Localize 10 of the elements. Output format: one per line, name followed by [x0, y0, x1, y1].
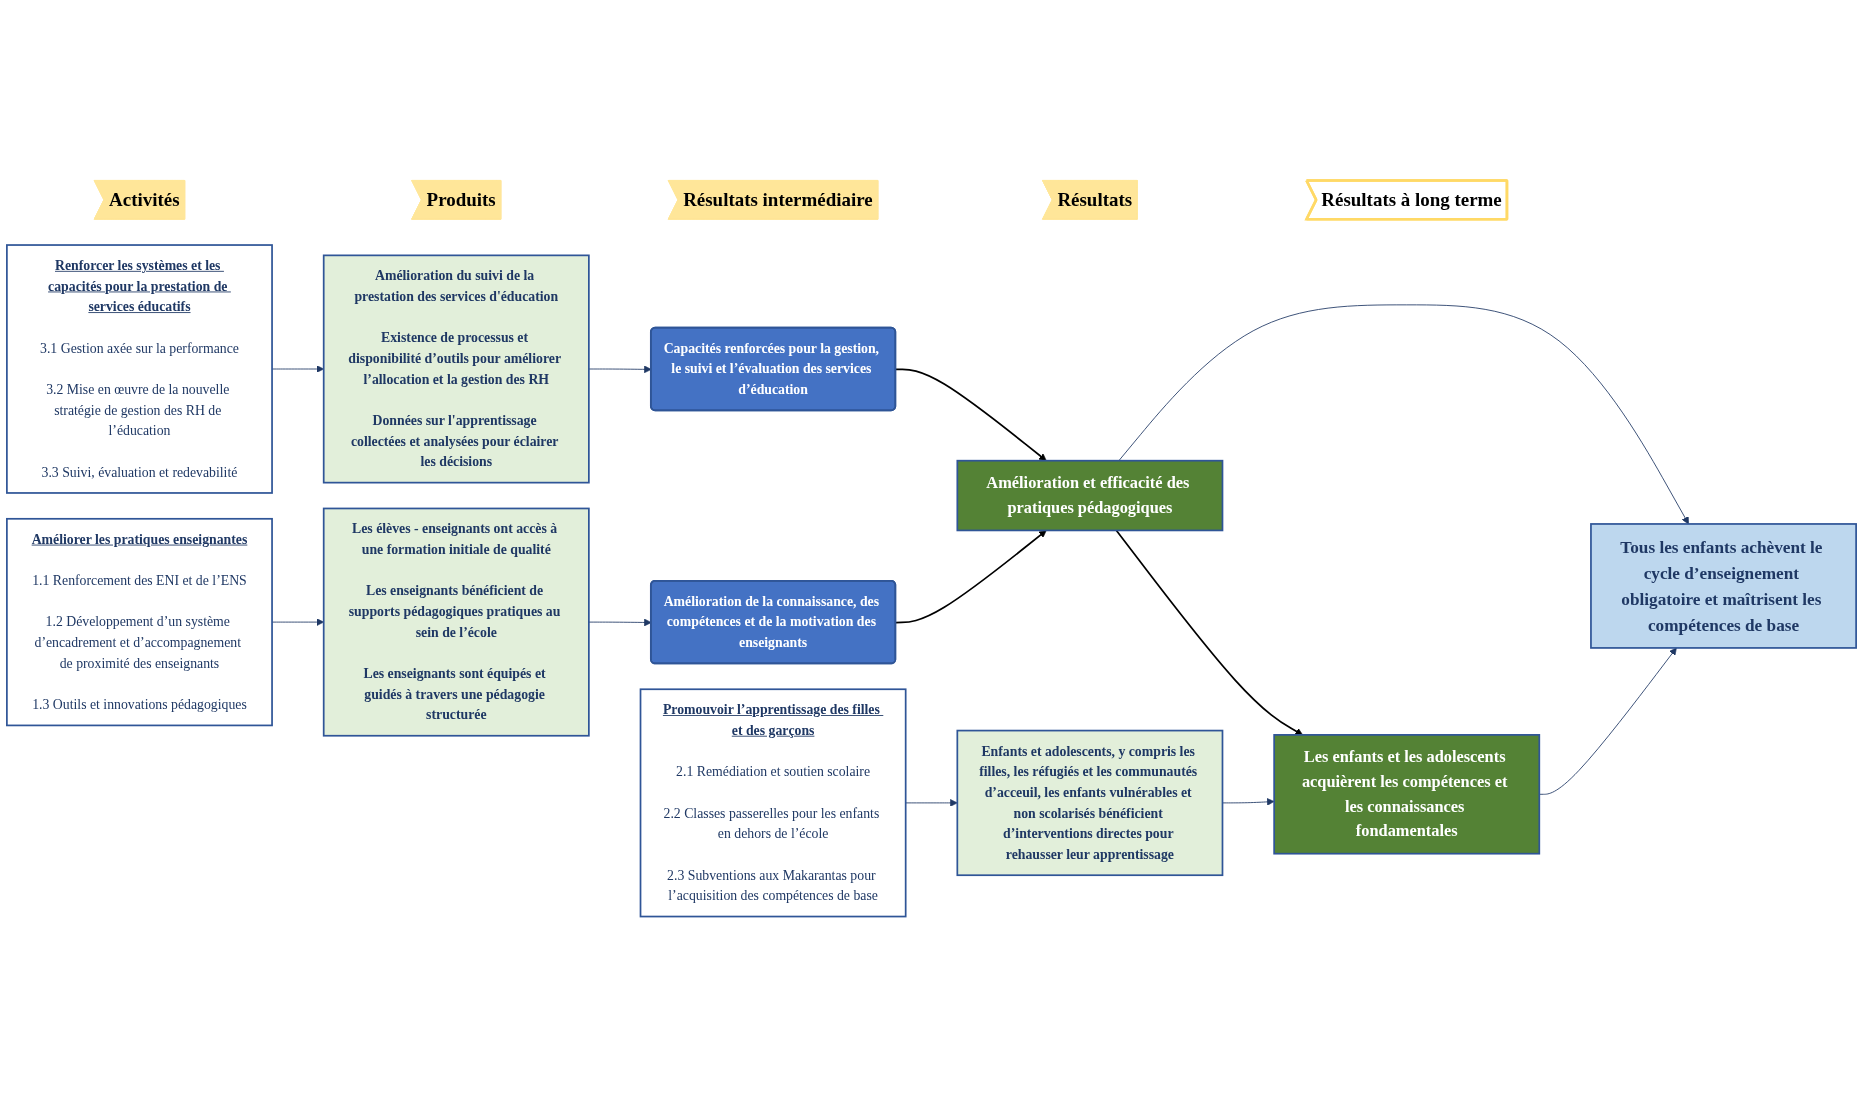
- node-box: Renforcer les systèmes et les capacités pour la prestation de services éducatifs 3.1 Gestion axée sur la performance 3.2 Mise en œuvre de la nouvelle stratégie de gestion des RH de l’éducation 3.3 Suivi, évaluation et redevabilité: [6, 244, 273, 494]
- node-box: Amélioration et efficacité des pratiques pédagogiques: [956, 459, 1224, 532]
- node-box: Tous les enfants achèvent le cycle d’enseignement obligatoire et maîtrisent les compétences de base: [1590, 523, 1857, 649]
- node-box: Amélioration du suivi de la prestation des services d'éducation Existence de processus et disponibilité d’outils pour améliorer l’allocation et la gestion des RH Données sur l'apprentissage collectées et analysées pour éclairer les décisions: [322, 254, 590, 484]
- arrow: [1115, 529, 1303, 736]
- node-box: Améliorer les pratiques enseignantes 1.1 Renforcement des ENI et de l’ENS 1.2 Développement d’un système d’encadrement et d’accompagnement de proximité des enseignants 1.3 Outils et innovations pédagogiques: [6, 517, 273, 727]
- node-box: Les enfants et les adolescents acquièrent les compétences et les connaissances fondamentales: [1273, 734, 1541, 855]
- node-box: Promouvoir l’apprentissage des filles et des garçons 2.1 Remédiation et soutien scolaire 2.2 Classes passerelles pour les enfants en dehors de l’école 2.3 Subventions aux Makarantas pour l’acquisition des compétences de base: [639, 688, 907, 918]
- node-box: Les élèves - enseignants ont accès à une formation initiale de qualité Les enseignants bénéficient de supports pédagogiques pratiques au sein de l’école Les enseignants sont équipés et guidés à travers une pédagogie structurée: [322, 507, 590, 737]
- node-box: Enfants et adolescents, y compris les filles, les réfugiés et les communautés d’acceuil, les enfants vulnérables et non scolarisés bénéficient d’interventions directes pour rehausser leur apprentissage: [956, 729, 1224, 877]
